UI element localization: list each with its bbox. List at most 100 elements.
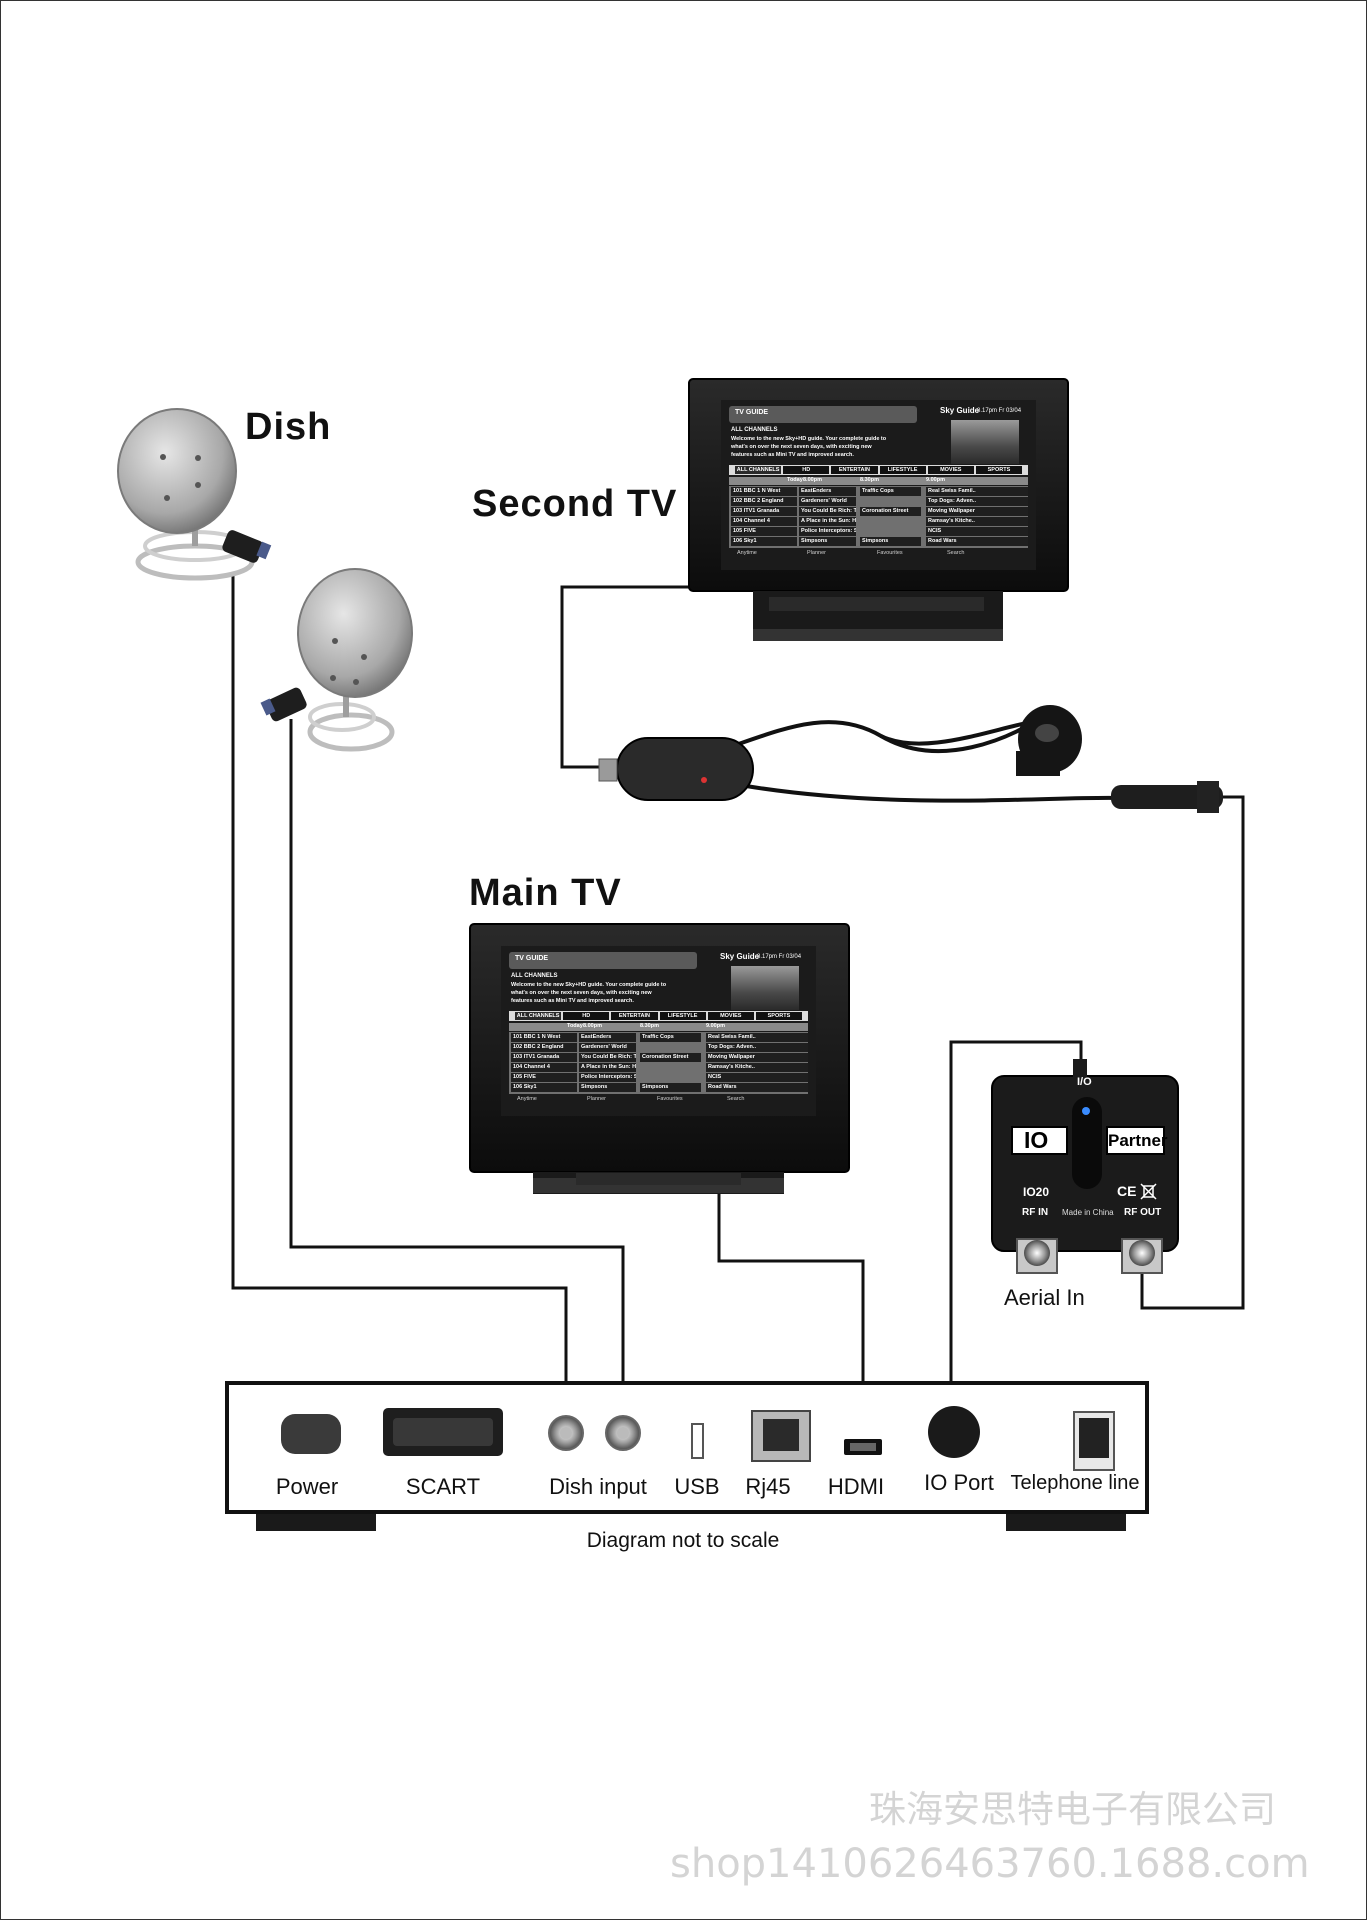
guide-cell-p3: Top Dogs: Adven.. — [706, 1043, 808, 1052]
hdmi-port-label: HDMI — [827, 1474, 885, 1499]
sky-guide-label: Sky Guide — [720, 952, 760, 961]
model-label: IO20 — [1023, 1185, 1050, 1199]
guide-footer-item[interactable]: Anytime — [737, 550, 757, 556]
intro-line: features such as Mini TV and improved se… — [511, 998, 634, 1004]
guide-cell-p3: Top Dogs: Adven.. — [926, 497, 1028, 506]
all-channels-heading: ALL CHANNELS — [511, 973, 558, 979]
guide-cell-channel: 105 FIVE — [731, 527, 797, 536]
guide-tab[interactable]: MOVIES — [707, 1012, 754, 1020]
guide-cell-channel: 104 Channel 4 — [511, 1063, 577, 1072]
receiver — [225, 1381, 1149, 1531]
guide-footer-item[interactable]: Anytime — [517, 1096, 537, 1102]
intro-line: features such as Mini TV and improved se… — [731, 452, 854, 458]
cable-dish1-to-receiver — [231, 576, 568, 1418]
power-port-label: Power — [275, 1474, 339, 1499]
guide-tab[interactable]: ENTERTAIN — [831, 466, 878, 474]
guide-tab[interactable]: ALL CHANNELS — [735, 466, 782, 474]
guide-cell-p1: EastEnders — [799, 487, 856, 496]
rf-out-label: RF OUT — [1124, 1207, 1162, 1218]
dish-1 — [117, 408, 272, 581]
guide-footer-item[interactable]: Planner — [587, 1096, 606, 1102]
second-tv-label: Second TV — [472, 483, 678, 525]
guide-tab[interactable]: HD — [783, 466, 830, 474]
guide-cell-p2: Traffic Cops — [640, 1033, 701, 1042]
guide-cell-p2: Simpsons — [860, 537, 921, 546]
guide-tab[interactable]: SPORTS — [755, 1012, 803, 1020]
rf-in-label: RF IN — [1022, 1207, 1049, 1218]
guide-footer-item[interactable]: Search — [727, 1096, 745, 1102]
guide-cell-p1: Simpsons — [799, 537, 856, 546]
guide-cell-p3: Moving Wallpaper — [926, 507, 1028, 516]
guide-cell-channel: 101 BBC 1 N West — [511, 1033, 577, 1042]
guide-tab[interactable]: LIFESTYLE — [879, 466, 926, 474]
guide-cell-p1: You Could Be Rich: T.. — [799, 507, 856, 516]
sky-guide-label: Sky Guide — [940, 406, 980, 415]
guide-cell-p2: Coronation Street — [640, 1053, 701, 1062]
diagram-caption: Diagram not to scale — [586, 1529, 780, 1552]
guide-cell-channel: 105 FIVE — [511, 1073, 577, 1082]
guide-tab[interactable]: ALL CHANNELS — [515, 1012, 562, 1020]
guide-footer-item[interactable]: Favourites — [657, 1096, 683, 1102]
guide-cell-p3: Moving Wallpaper — [706, 1053, 808, 1062]
guide-cell-p1: EastEnders — [579, 1033, 636, 1042]
telephone-line-port-label: Telephone line — [1010, 1472, 1140, 1494]
guide-cell-channel: 103 ITV1 Granada — [731, 507, 797, 516]
guide-row[interactable]: 104 Channel 4A Place in the Sun: Home or… — [509, 1063, 808, 1072]
time-column-header: 8.30pm — [640, 1023, 659, 1029]
cable-secondtv-to-sender — [560, 585, 691, 769]
cable-maintv-to-hdmi — [717, 1191, 865, 1437]
guide-cell-p1: Police Interceptors: Special... — [799, 527, 856, 536]
usb-port-label: USB — [674, 1474, 720, 1499]
power-socket-shape — [281, 1414, 341, 1454]
guide-cell-p3: NCIS — [926, 527, 1028, 536]
guide-tab[interactable]: ENTERTAIN — [611, 1012, 658, 1020]
time-column-header: 8.00pm — [803, 477, 822, 483]
cables — [231, 576, 1245, 1437]
io-partner-box — [991, 1059, 1179, 1274]
guide-footer-item[interactable]: Favourites — [877, 550, 903, 556]
guide-cell-channel: 102 BBC 2 England — [511, 1043, 577, 1052]
watermark-company: 珠海安思特电子有限公司 — [869, 1788, 1276, 1831]
guide-cell-p1: A Place in the Sun: Home or USA? — [799, 517, 856, 526]
time-column-header: 9.00pm — [706, 1023, 725, 1029]
guide-cell-channel: 103 ITV1 Granada — [511, 1053, 577, 1062]
guide-cell-p3: Real Swiss Famil.. — [926, 487, 1028, 496]
intro-line: Welcome to the new Sky+HD guide. Your co… — [731, 436, 887, 442]
guide-tab[interactable]: MOVIES — [927, 466, 974, 474]
guide-cell-p3: NCIS — [706, 1073, 808, 1082]
brand-partner-logo: Partner — [1108, 1131, 1168, 1150]
weee-bin-icon — [1140, 1183, 1157, 1200]
main-tv-label: Main TV — [469, 872, 622, 914]
guide-tab[interactable]: HD — [563, 1012, 610, 1020]
tv-time-label: 8.17pm Fr 03/04 — [757, 954, 802, 960]
aerial-in-label: Aerial In — [1004, 1285, 1085, 1310]
guide-footer-item[interactable]: Search — [947, 550, 965, 556]
intro-line: what's on over the next seven days, with… — [511, 990, 652, 996]
all-channels-heading: ALL CHANNELS — [731, 427, 778, 433]
guide-row[interactable]: 104 Channel 4A Place in the Sun: Home or… — [729, 517, 1028, 526]
guide-cell-p3: Ramsay's Kitche.. — [706, 1063, 808, 1072]
dish-2 — [260, 568, 413, 752]
guide-cell-channel: 106 Sky1 — [731, 537, 797, 546]
guide-tab[interactable]: LIFESTYLE — [659, 1012, 706, 1020]
main-tv-screen: TV GUIDE Sky Guide 8.17pm Fr 03/04 ALL C… — [501, 946, 816, 1116]
time-column-header: Today — [787, 477, 803, 483]
guide-cell-p1: You Could Be Rich: T.. — [579, 1053, 636, 1062]
mini-tv-thumbnail — [951, 420, 1019, 464]
guide-tab[interactable]: SPORTS — [975, 466, 1023, 474]
cable-dish2-to-receiver — [289, 719, 625, 1418]
guide-footer-item[interactable]: Planner — [807, 550, 826, 556]
time-column-header: 8.30pm — [860, 477, 879, 483]
guide-cell-p3: Road Wars — [706, 1083, 808, 1092]
